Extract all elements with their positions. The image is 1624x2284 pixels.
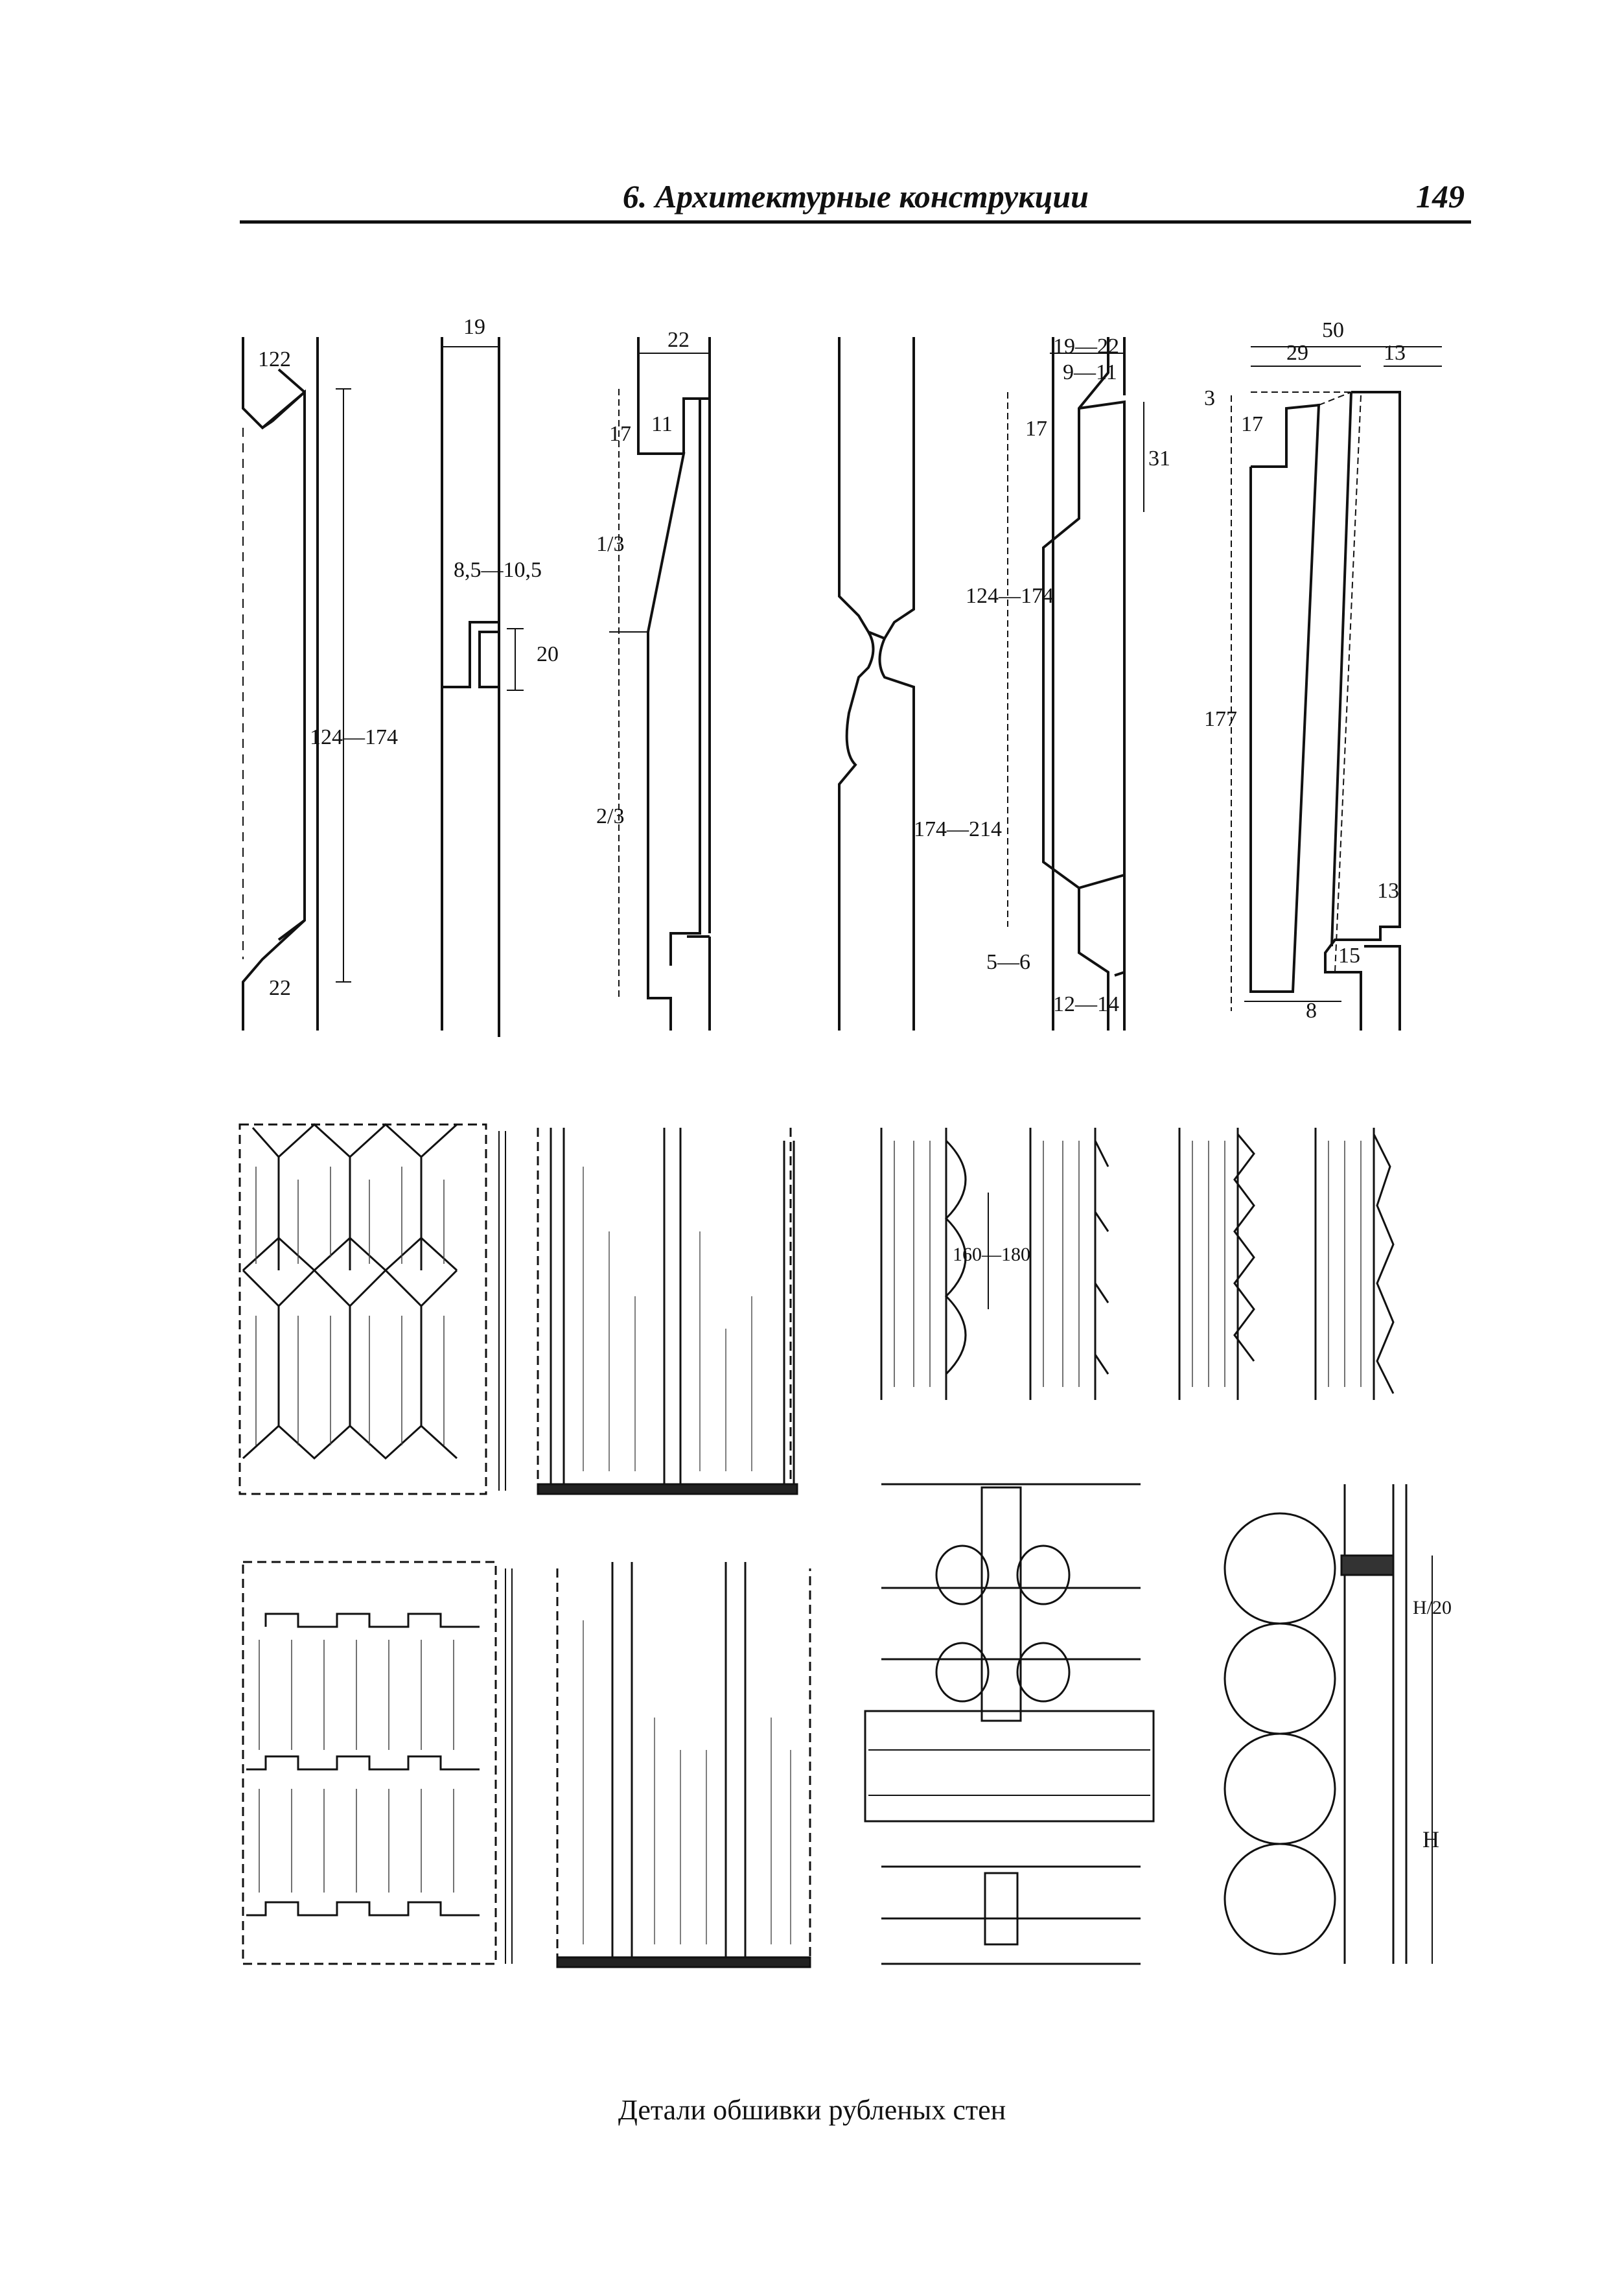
dim-p1-bottom: 22: [269, 976, 291, 1000]
dim-p2-thickness: 19: [463, 315, 485, 339]
dim-p4-side: 31: [1148, 447, 1170, 471]
dim-p4-span-lower: 174—214: [914, 817, 1002, 841]
board-batten-elevation: [537, 1128, 798, 1495]
dim-p5-height: 177: [1204, 707, 1237, 731]
hex-shingle-pattern: [238, 1123, 506, 1495]
dim-p3-lower-two-thirds: 2/3: [596, 804, 624, 828]
dim-p4-outer: 19—22: [1053, 334, 1119, 358]
dim-p2-tongue: 20: [537, 642, 559, 666]
page-header: 6. Архитектурные конструкции 149: [240, 175, 1471, 227]
dim-h-label: H: [1422, 1826, 1439, 1852]
dim-p5-top: 3: [1204, 386, 1215, 410]
dim-p4-base: 12—14: [1053, 992, 1119, 1016]
dim-p4-inner: 9—11: [1063, 360, 1117, 384]
dim-p2-groove: 8,5—10,5: [454, 558, 542, 582]
batten-wall-elevation: [556, 1562, 811, 1968]
figure-caption: Детали обшивки рубленых стен: [618, 2094, 1006, 2126]
round-log-wall-section: H/20 H: [1224, 1484, 1452, 1964]
notched-shingle-pattern: [242, 1561, 513, 1965]
dim-p3-step: 17: [609, 422, 631, 446]
dim-p1-length: 124—174: [310, 725, 398, 749]
lap-siding-sections: [1178, 1128, 1395, 1400]
page-number: 149: [1416, 178, 1465, 215]
dim-p1-top: 122: [258, 347, 291, 371]
dim-p5-left: 29: [1286, 341, 1308, 365]
profile-hex-board: 122 124—174 22: [242, 337, 398, 1031]
dim-p3-thickness: 22: [667, 328, 690, 352]
dim-p5-step: 17: [1241, 412, 1263, 436]
dim-p5-gap: 8: [1306, 999, 1317, 1023]
section-title: 6. Архитектурные конструкции: [622, 178, 1089, 215]
profile-stepped-lap: 19—22 9—11 17 31 124—174 174—214 5—6 12—…: [914, 334, 1170, 1031]
profile-molded-board: [838, 337, 915, 1031]
log-wall-corner-detail: [864, 1483, 1155, 1965]
dim-p5-low: 13: [1377, 879, 1399, 903]
profile-tapered-lap: 22 17 11 1/3 2/3: [596, 328, 711, 1031]
half-log-siding-section: 160—180: [880, 1128, 1109, 1400]
dim-p5-right: 13: [1384, 341, 1406, 365]
dim-p3-lip: 11: [651, 412, 673, 436]
dim-p4-gap: 5—6: [986, 950, 1030, 974]
header-rule: [240, 220, 1471, 224]
dim-p4-step: 17: [1025, 417, 1047, 441]
profile-wedge-siding: 50 29 13 3 17 177 13 15 8: [1204, 318, 1442, 1031]
dim-p3-upper-third: 1/3: [596, 532, 624, 556]
profile-tongue-groove: 19 8,5—10,5 20: [441, 315, 559, 1037]
dim-h-ratio: H/20: [1413, 1597, 1452, 1618]
dim-p4-span-upper: 124—174: [966, 584, 1054, 608]
dim-p5-total: 50: [1322, 318, 1344, 342]
dim-p5-foot: 15: [1338, 944, 1360, 968]
dim-log-pitch: 160—180: [953, 1244, 1030, 1265]
